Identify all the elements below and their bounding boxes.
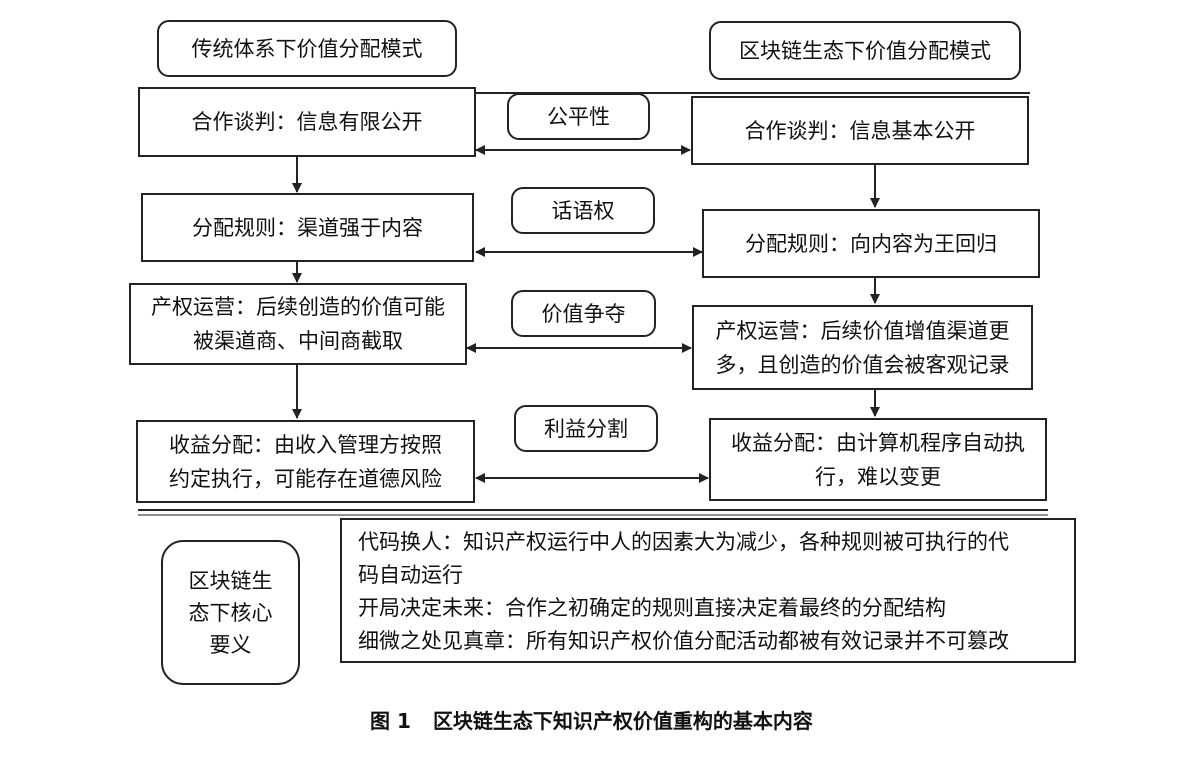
header-traditional: 传统体系下价值分配模式: [157, 20, 457, 77]
core-point-code: 代码换人：知识产权运行中人的因素大为减少，各种规则被可执行的代: [358, 530, 1009, 554]
blockchain-distribution-box: 收益分配：由计算机程序自动执 行，难以变更: [709, 418, 1047, 501]
core-meaning-points: 代码换人：知识产权运行中人的因素大为减少，各种规则被可执行的代 码自动运行 开局…: [340, 518, 1076, 663]
relation-interest-division: 利益分割: [514, 405, 658, 452]
blockchain-rules-box: 分配规则：向内容为王回归: [702, 209, 1040, 278]
relation-discourse-power: 话语权: [511, 187, 655, 234]
relation-fairness: 公平性: [507, 93, 650, 140]
figure-number: 图 1: [370, 709, 411, 733]
header-blockchain: 区块链生态下价值分配模式: [709, 21, 1021, 80]
figure-title: 区块链生态下知识产权价值重构的基本内容: [432, 709, 813, 733]
core-point-opening: 开局决定未来：合作之初确定的规则直接决定着最终的分配结构: [358, 596, 946, 620]
figure-caption: 图 1 区块链生态下知识产权价值重构的基本内容: [0, 705, 1183, 734]
core-point-code-cont: 码自动运行: [358, 563, 463, 587]
traditional-negotiation-box: 合作谈判：信息有限公开: [138, 87, 476, 157]
traditional-distribution-box: 收益分配：由收入管理方按照 约定执行，可能存在道德风险: [136, 420, 475, 503]
traditional-rules-box: 分配规则：渠道强于内容: [141, 193, 474, 262]
blockchain-negotiation-box: 合作谈判：信息基本公开: [691, 96, 1029, 165]
relation-value-competition: 价值争夺: [511, 290, 656, 337]
blockchain-operation-box: 产权运营：后续价值增值渠道更 多，且创造的价值会被客观记录: [692, 305, 1033, 390]
core-meaning-label: 区块链生 态下核心 要义: [161, 540, 300, 685]
traditional-operation-box: 产权运营：后续创造的价值可能 被渠道商、中间商截取: [129, 283, 467, 365]
core-point-detail: 细微之处见真章：所有知识产权价值分配活动都被有效记录并不可篡改: [358, 629, 1009, 653]
